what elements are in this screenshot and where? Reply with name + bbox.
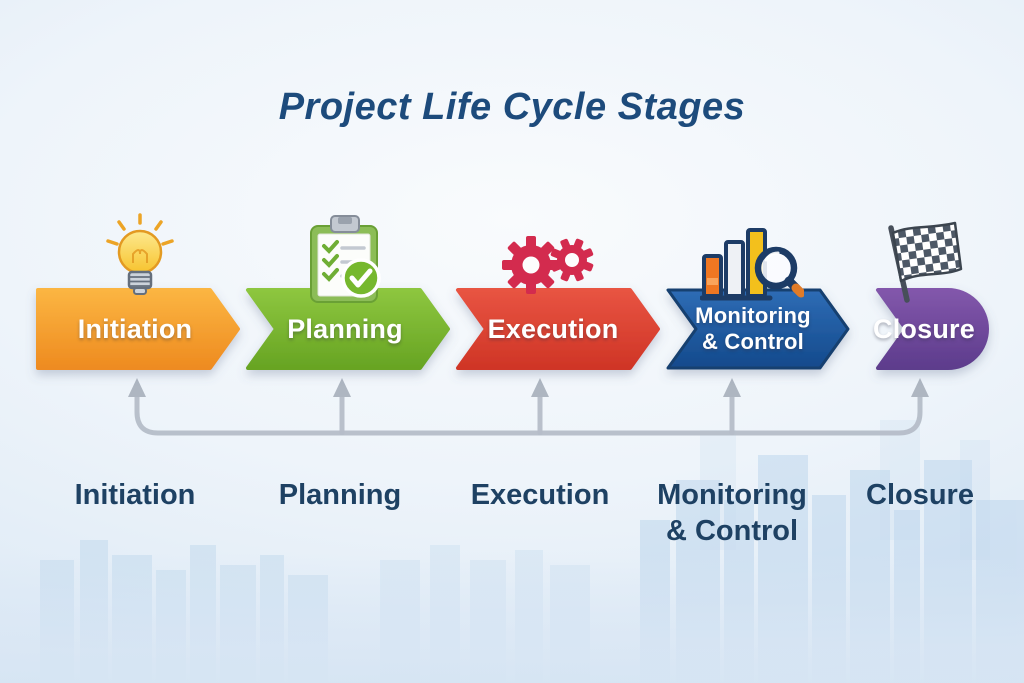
page-title-text: Project Life Cycle Stages (278, 86, 746, 128)
bottom-label-planning: Planning (240, 477, 440, 513)
stage-label-execution: Execution (460, 290, 646, 368)
stage-label-planning: Planning (252, 290, 438, 368)
chevron-initiation (36, 288, 240, 370)
gears-icon (502, 236, 594, 294)
chevron-execution (456, 288, 660, 370)
bottom-label-closure: Closure (820, 477, 1020, 513)
stage-label-initiation: Initiation (40, 290, 230, 368)
bottom-label-text-line1: Monitoring (657, 479, 807, 511)
bottom-label-text: Closure (866, 479, 974, 511)
bottom-label-monitoring-control: Monitoring & Control (632, 477, 832, 550)
stage-label-text: Initiation (77, 313, 193, 344)
bar-chart-magnifier-icon (700, 228, 804, 301)
bottom-label-text: Execution (470, 479, 610, 511)
stage-label-monitoring-control: Monitoring & Control (660, 290, 846, 368)
chevron-closure (876, 288, 989, 370)
stage-label-text-line1: Monitoring (695, 302, 811, 328)
bottom-label-text-line2: & Control (665, 515, 799, 548)
bottom-label-text: Initiation (74, 479, 196, 511)
clipboard-checklist-icon (310, 215, 381, 303)
feedback-loop-connector (128, 378, 929, 436)
stage-label-text: Planning (287, 313, 403, 344)
up-arrowhead-icons (128, 378, 929, 397)
bottom-label-text: Planning (278, 479, 402, 511)
page-title: Project Life Cycle Stages (0, 86, 1024, 129)
chevron-planning (246, 288, 450, 370)
stage-label-text: Execution (487, 313, 619, 344)
lightbulb-icon (106, 213, 174, 295)
stage-label-text-line2: & Control (701, 329, 804, 354)
stage-label-text: Closure (873, 313, 975, 344)
bottom-label-initiation: Initiation (35, 477, 235, 513)
stage-label-closure: Closure (860, 290, 988, 368)
checkered-flag-icon (888, 221, 963, 303)
bottom-label-execution: Execution (440, 477, 640, 513)
chevron-monitoring-control (666, 288, 850, 370)
